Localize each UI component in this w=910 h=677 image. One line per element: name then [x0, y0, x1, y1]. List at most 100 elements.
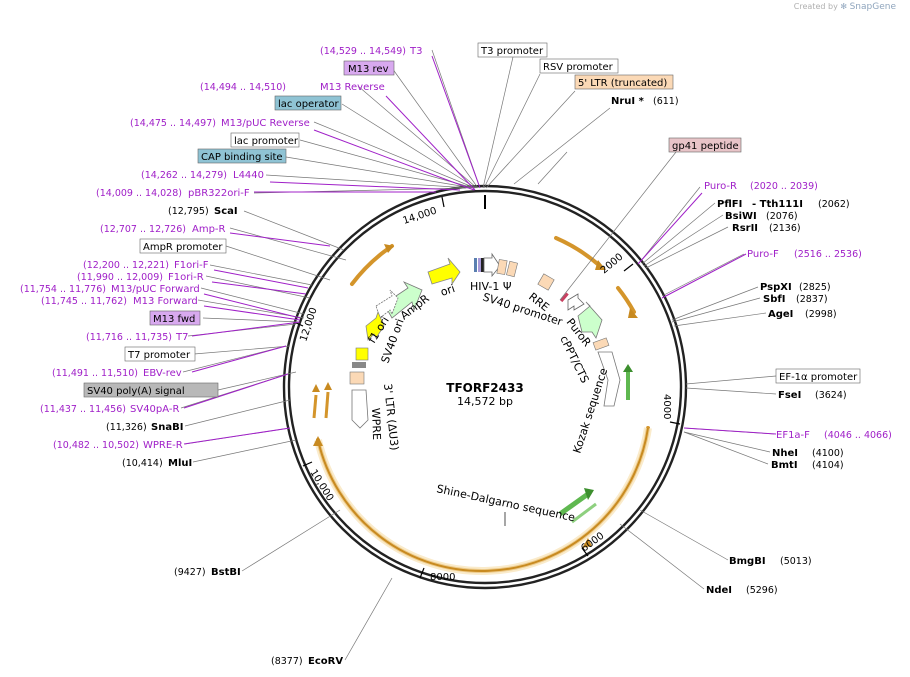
ndei-label: NdeI: [706, 585, 732, 596]
ef1a-promoter-feature: [597, 351, 621, 407]
ef1a-promoter-box: [775, 368, 861, 384]
bmgbi-pos: (5013): [780, 556, 812, 567]
green-feature-lower-head: [584, 488, 594, 500]
rsv-label: RSV promoter: [543, 62, 614, 73]
ruler-tick-6000: [581, 547, 589, 557]
m13reverse-range: (14,494 .. 14,510): [200, 82, 286, 93]
ruler-label-8000: 8000: [430, 572, 455, 583]
plasmid-size: 14,572 bp: [457, 395, 513, 408]
bmti-pos: (4104): [812, 460, 844, 471]
ef1a-f-label: EF1a-F: [776, 430, 810, 441]
wpre-label: WPRE-R: [143, 440, 183, 451]
feature-label-sv40-promoter: SV40 promoter: [481, 290, 564, 328]
ori-feature: [427, 257, 461, 286]
sv40-ori-feature: [365, 310, 385, 341]
ruler-tick-14000: [441, 196, 445, 208]
bsiwi-pos: (2076): [766, 211, 798, 222]
f1orir-label: F1ori-R: [168, 272, 204, 283]
snabi-label: SnaBI: [151, 422, 183, 433]
rre-block-2: [506, 260, 518, 278]
kozak-block: [592, 337, 610, 351]
pbr-label: pBR322ori-F: [188, 188, 250, 199]
f1orif-range: (12,200 .. 12,221): [83, 260, 169, 271]
backbone-inner: [287, 189, 683, 585]
mlui-pos: (10,414): [122, 458, 163, 469]
green-feature-ef1a-head: [623, 364, 633, 372]
m13pucf-range: (11,754 .. 11,776): [20, 284, 106, 295]
plasmid-name: TFORF2433: [446, 381, 523, 395]
puro-r-label: Puro-R: [704, 181, 737, 192]
fsei-label: FseI: [778, 390, 801, 401]
orf-arrow-2: [628, 308, 638, 318]
ndei-pos: (5296): [746, 585, 778, 596]
mlui-label: MluI: [168, 458, 192, 469]
gp41-label: gp41 peptide: [672, 141, 739, 152]
orf-arc-2: [616, 286, 636, 314]
leader-lines: [180, 49, 777, 661]
nhei-label: NheI: [772, 448, 798, 459]
hiv-psi-feature: [483, 252, 501, 278]
scai-label: ScaI: [214, 206, 238, 217]
m13puc-label: M13/pUC Reverse: [221, 118, 310, 129]
bsiwi-label: BsiWI: [725, 211, 757, 222]
pspxi-pos: (2825): [799, 282, 831, 293]
t3-promoter-box: [477, 42, 548, 58]
m13f-label: M13 Forward: [133, 296, 198, 307]
feature-label-shine: Shine-Dalgarno sequence: [435, 482, 576, 524]
ruler-label-4000: 4000: [661, 394, 672, 419]
puro-f-label: Puro-F: [747, 249, 779, 260]
orf-arrow-5: [582, 538, 592, 548]
lac-operator-box: [274, 95, 342, 111]
f1orif-label: F1ori-F: [174, 260, 209, 271]
t7-promoter-label: T7 promoter: [127, 350, 191, 361]
t7-promoter-box: [124, 346, 196, 362]
t3-promoter-label: T3 promoter: [480, 46, 544, 57]
sv40par-label: SV40pA-R: [130, 404, 179, 415]
m13puc-range: (14,475 .. 14,497): [130, 118, 216, 129]
bstbi-pos: (9427): [174, 567, 206, 578]
small-orf-arrow-2: [324, 382, 332, 390]
ruler-label-14000: 14,000: [402, 206, 439, 227]
orf-arc-1: [554, 236, 602, 268]
ampr-range: (12,707 .. 12,726): [100, 224, 186, 235]
fsei-pos: (3624): [815, 390, 847, 401]
ampr-promoter-box: [139, 238, 227, 254]
pspxi-label: PspXI: [760, 282, 792, 293]
rsrii-label: RsrII: [732, 223, 758, 234]
ebv-label: EBV-rev: [143, 368, 182, 379]
f1ori-feature: [375, 289, 399, 319]
green-feature-lower-2: [571, 502, 597, 524]
l4440-range: (14,262 .. 14,279): [141, 170, 227, 181]
ruler-tick-2000: [623, 263, 634, 272]
ef1a-promoter-label: EF-1α promoter: [779, 372, 858, 383]
nrui-pos: (611): [653, 96, 679, 107]
small-orf-2: [324, 391, 330, 419]
agei-pos: (2998): [805, 309, 837, 320]
t3-label: T3: [409, 46, 422, 57]
feature-label-ori: ori: [439, 282, 457, 299]
ruler-label-12000: 12,000: [298, 306, 319, 343]
m13-rev-label: M13 rev: [348, 64, 389, 75]
m13fwd-box: [149, 310, 201, 326]
feature-label-hiv: HIV-1 Ψ: [470, 280, 512, 293]
ruler-label-2000: 2000: [599, 252, 626, 277]
nhei-pos: (4100): [812, 448, 844, 459]
wpre-range: (10,482 .. 10,502): [53, 440, 139, 451]
created-by-text: Created by: [793, 2, 838, 11]
ef1a-f-range: (4046 .. 4066): [824, 430, 892, 441]
t3-range: (14,529 .. 14,549): [320, 46, 406, 57]
snapgene-logo-icon: ✻: [840, 2, 848, 11]
sv40pa-label: SV40 poly(A) signal: [87, 386, 185, 397]
t7-label: T7: [175, 332, 188, 343]
ampr-primer-label: Amp-R: [192, 224, 226, 235]
lac-operator-label: lac operator: [278, 99, 339, 110]
nrui-label: NruI *: [611, 96, 645, 107]
sv40pa-box: [83, 382, 219, 398]
t7-range: (11,716 .. 11,735): [86, 332, 172, 343]
ltr5-label: 5' LTR (truncated): [578, 78, 667, 89]
rsv-box: [539, 58, 619, 74]
gp41-box: [668, 137, 742, 153]
orf-arrow-1: [595, 260, 606, 270]
m13-rev-box: [343, 60, 395, 76]
